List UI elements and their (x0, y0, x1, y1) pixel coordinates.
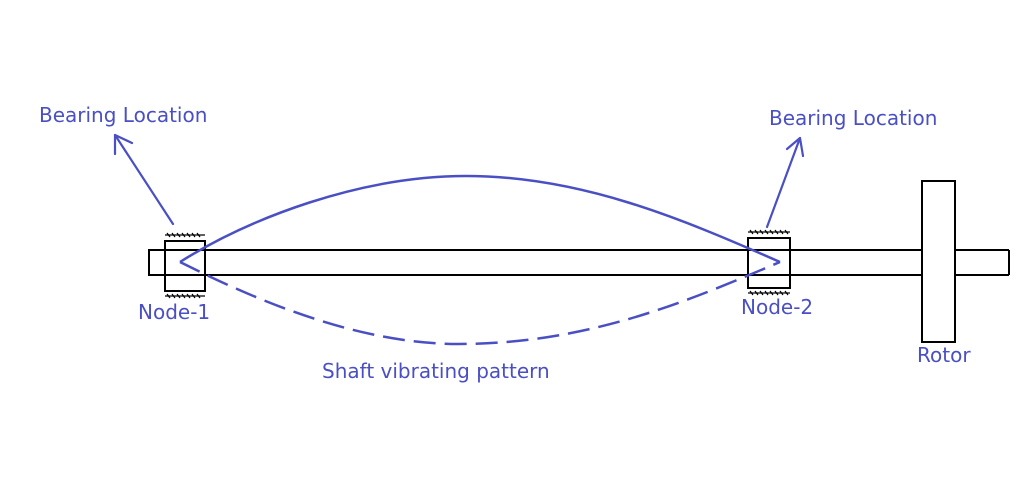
mode-shape-upper-curve (179, 174, 781, 264)
vibration-pattern (179, 174, 781, 346)
shaft-assembly (148, 180, 1010, 343)
arrow-right-icon (765, 136, 805, 229)
bearing-right-hatch-bottom (748, 290, 790, 296)
bearing-right-hatch-top (748, 229, 790, 235)
rotor-disk (921, 180, 956, 343)
bearing-right (747, 237, 791, 289)
mode-shape-lower-curve (179, 260, 781, 346)
bearing-location-left-label: Bearing Location (39, 103, 207, 127)
shaft-left-stub (148, 249, 166, 276)
labels: Bearing Location Bearing Location Node-1… (39, 103, 971, 383)
bearing-location-right-label: Bearing Location (769, 106, 937, 130)
bearing-arrows (113, 133, 805, 229)
rotor-label: Rotor (917, 343, 971, 367)
bearing-left (164, 240, 206, 292)
node-1-label: Node-1 (138, 300, 210, 324)
shaft-pattern-label: Shaft vibrating pattern (322, 359, 550, 383)
bearing-left-hatch-bottom (165, 293, 205, 299)
node-2-label: Node-2 (741, 295, 813, 319)
arrow-left-icon (113, 133, 175, 226)
bearing-hatches (165, 229, 790, 299)
bearing-left-hatch-top (165, 232, 205, 238)
